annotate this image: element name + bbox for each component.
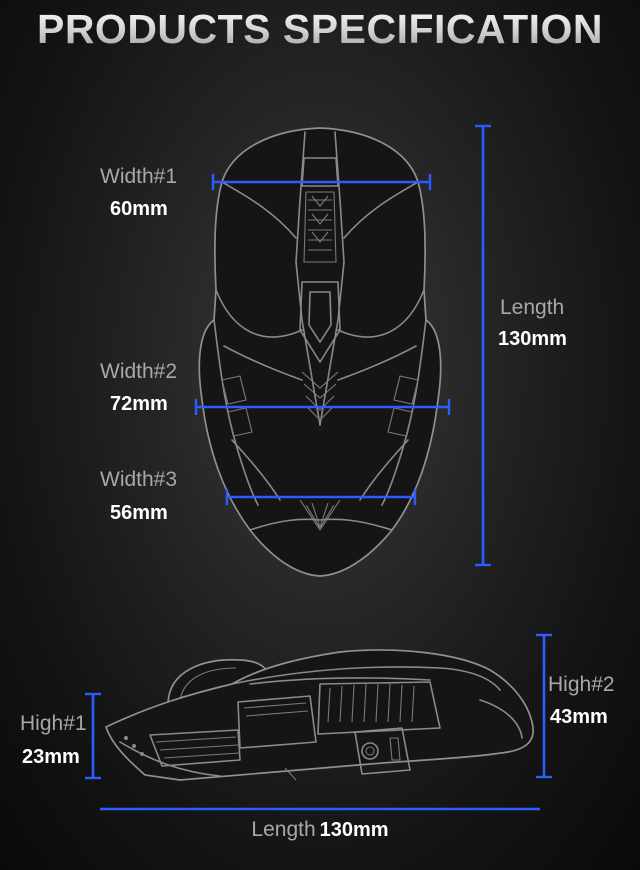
- high1-value: 23mm: [22, 746, 80, 768]
- high1-label: High#1: [20, 712, 87, 735]
- width1-label: Width#1: [100, 165, 178, 188]
- side-length-label: Length: [251, 818, 316, 841]
- length-value: 130mm: [498, 328, 567, 350]
- length-dimension-vertical: [475, 124, 491, 567]
- width3-value: 56mm: [110, 502, 168, 524]
- width2-dimension: [194, 399, 451, 415]
- width2-label: Width#2: [100, 360, 178, 383]
- high2-dimension: [536, 633, 552, 779]
- width3-label: Width#3: [100, 468, 178, 491]
- mouse-side-view: [104, 649, 534, 781]
- width3-dimension: [225, 489, 417, 505]
- side-length-value: 130mm: [319, 819, 389, 841]
- width1-value: 60mm: [110, 198, 168, 220]
- high2-value: 43mm: [550, 706, 608, 728]
- high2-label: High#2: [548, 673, 615, 696]
- length-label: Length: [500, 296, 565, 319]
- mouse-top-view: [198, 127, 442, 577]
- high1-dimension: [85, 692, 101, 780]
- width2-value: 72mm: [110, 393, 168, 415]
- width1-dimension: [211, 174, 432, 190]
- page-title: PRODUCTS SPECIFICATION: [0, 6, 640, 53]
